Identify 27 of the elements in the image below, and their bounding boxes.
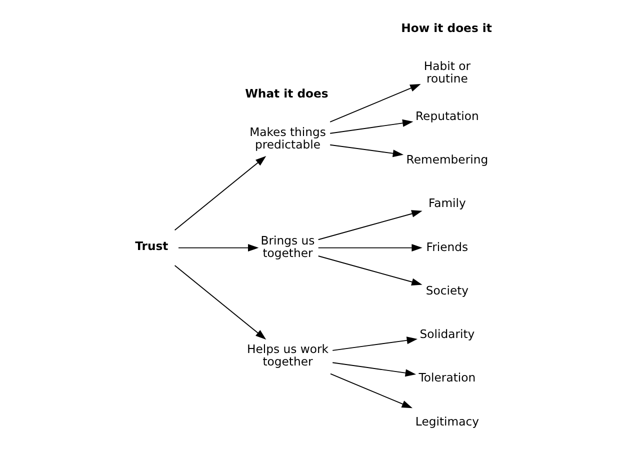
arrow (332, 362, 416, 377)
arrow (330, 119, 414, 134)
label: What it does (245, 86, 328, 101)
arrow (318, 256, 422, 286)
node-text: Legitimacy (415, 414, 479, 428)
arrow (318, 210, 422, 240)
arrow (318, 244, 422, 252)
arrow (332, 336, 418, 351)
arrow (330, 144, 404, 158)
node-text: Toleration (418, 370, 476, 385)
node-text: Solidarity (420, 327, 475, 342)
node-text: Reputation (416, 108, 479, 123)
node-text: Trust (135, 238, 168, 253)
node-text: Makes things predictable (250, 124, 326, 152)
node-text: Family (428, 196, 466, 210)
arrow (178, 244, 259, 252)
node-text: Helps us work together (246, 342, 329, 369)
node-text: Remembering (406, 152, 488, 167)
arrow (330, 84, 421, 122)
arrow (174, 265, 266, 340)
arrow (330, 373, 413, 408)
node-text: Friends (426, 240, 468, 254)
arrow (174, 156, 266, 231)
node-text: Society (426, 283, 469, 298)
label: How it does it (401, 20, 492, 35)
node-text: Brings us together (260, 234, 315, 260)
node-text: Habit or routine (424, 59, 471, 86)
